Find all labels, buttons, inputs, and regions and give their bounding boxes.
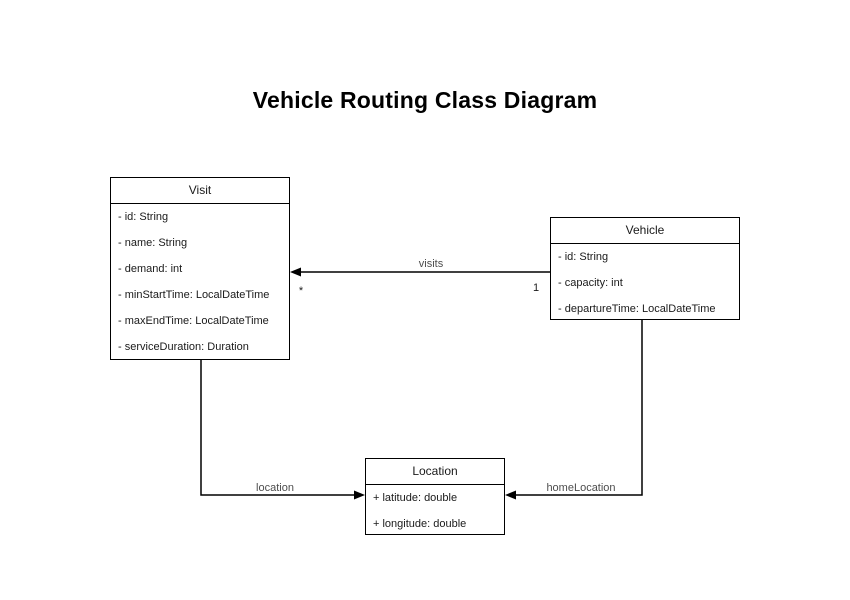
visits-target-multiplicity: * (299, 285, 304, 297)
class-vehicle[interactable]: Vehicle - id: String - capacity: int - d… (550, 217, 740, 320)
connector-location-line (200, 360, 355, 496)
arrowhead-homelocation-icon (505, 490, 516, 500)
class-visit-attr-minstarttime: - minStartTime: LocalDateTime (118, 289, 270, 301)
visits-source-multiplicity: 1 (533, 282, 539, 294)
class-visit-attr-name: - name: String (118, 237, 188, 249)
connector-location-label: location (256, 482, 294, 494)
class-visit-attr-maxendtime: - maxEndTime: LocalDateTime (118, 315, 269, 327)
arrowhead-visits-icon (290, 267, 301, 277)
class-vehicle-attr-capacity: - capacity: int (558, 277, 623, 289)
class-vehicle-attr-departuretime: - departureTime: LocalDateTime (558, 303, 716, 315)
connector-homelocation[interactable]: homeLocation (505, 320, 643, 500)
class-visit-attr-id: - id: String (118, 211, 169, 223)
connector-visits[interactable]: visits * 1 (290, 258, 550, 297)
diagram-title: Vehicle Routing Class Diagram (252, 87, 598, 113)
class-vehicle-name: Vehicle (551, 218, 739, 244)
class-location-attr-latitude: + latitude: double (373, 492, 458, 504)
class-visit-attr-demand: - demand: int (118, 263, 183, 275)
class-visit[interactable]: Visit - id: String - name: String - dema… (110, 177, 290, 360)
connector-homelocation-label: homeLocation (546, 482, 615, 494)
connector-visits-label: visits (419, 258, 444, 270)
class-location-attr-longitude: + longitude: double (373, 518, 467, 530)
class-visit-attributes: - id: String - name: String - demand: in… (111, 204, 289, 360)
class-location-name: Location (366, 459, 504, 485)
connector-location[interactable]: location (200, 360, 365, 500)
class-vehicle-attributes: - id: String - capacity: int - departure… (551, 244, 739, 322)
class-location[interactable]: Location + latitude: double + longitude:… (365, 458, 505, 535)
class-vehicle-attr-id: - id: String (558, 251, 609, 263)
connector-homelocation-line (515, 320, 643, 496)
class-visit-attr-serviceduration: - serviceDuration: Duration (118, 341, 249, 353)
arrowhead-location-icon (354, 490, 365, 500)
class-location-attributes: + latitude: double + longitude: double (366, 485, 504, 537)
class-visit-name: Visit (111, 178, 289, 204)
